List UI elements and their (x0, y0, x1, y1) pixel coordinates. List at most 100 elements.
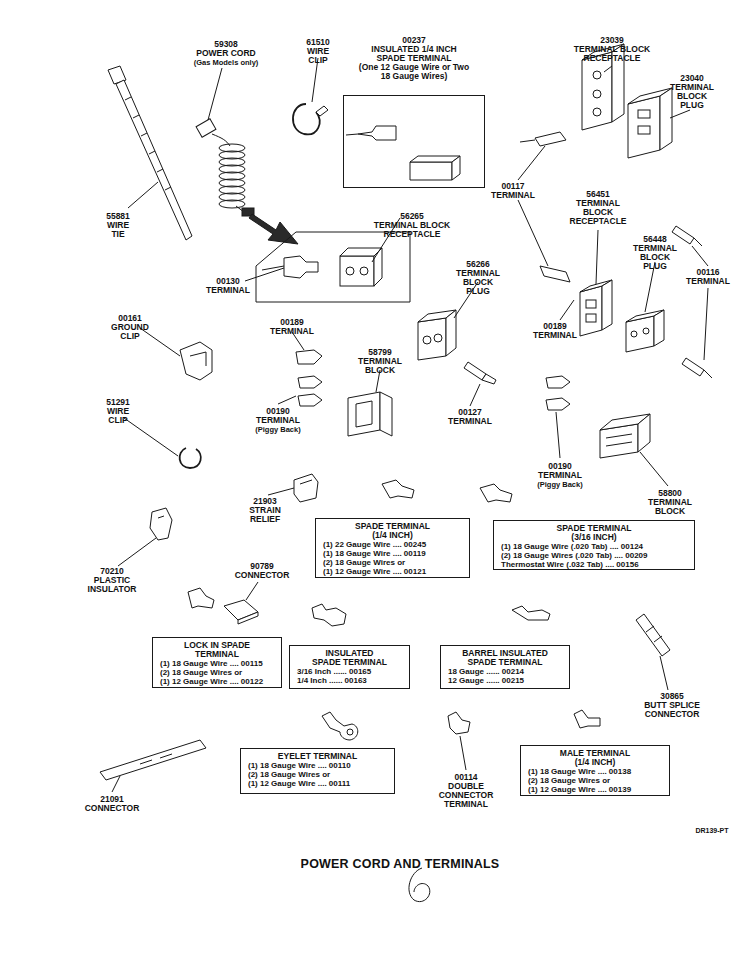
table-row: (1) 18 Gauge Wire (.020 Tab) .... 00124 (494, 542, 694, 551)
terminal-block (580, 286, 602, 336)
leader-line (118, 538, 156, 566)
pointer-arrow (249, 214, 298, 244)
callout-number: 00116 (696, 268, 719, 277)
leader-line (112, 776, 120, 792)
inset-frame (360, 267, 368, 275)
parts-table: SPADE TERMINAL (1/4 INCH)(1) 22 Gauge Wi… (315, 518, 470, 578)
callout-number: 21903 (253, 497, 277, 506)
clip-part (158, 516, 164, 518)
leader-line (246, 582, 258, 600)
leader-line (470, 384, 480, 406)
terminal-part (100, 480, 670, 780)
terminal-part (140, 754, 172, 764)
part-name: (Piggy Back) (255, 425, 300, 434)
part-name: TERMINAL (686, 277, 730, 286)
terminal-block (546, 376, 570, 388)
leader-line (460, 736, 466, 770)
leader-line (560, 300, 574, 320)
parts-table: LOCK IN SPADE TERMINAL(1) 18 Gauge Wire … (152, 637, 282, 688)
leader-line (124, 418, 178, 456)
part-name: WIRE CLIP (107, 407, 129, 425)
leader-line (670, 110, 690, 118)
table-heading: 00237 (358, 36, 470, 45)
part-name: TERMINAL BLOCK (648, 498, 692, 516)
callout-number: 00189 (543, 322, 567, 331)
leader-line (140, 328, 180, 356)
table-row: (2) 18 Gauge Wires or (316, 558, 469, 567)
inset-frame (343, 95, 485, 188)
power-cord (219, 200, 245, 208)
part-name: GROUND CLIP (111, 323, 149, 341)
inset-frame (256, 232, 410, 302)
part-name: TERMINAL BLOCK RECEPTACLE (365, 221, 460, 239)
leader-line (596, 230, 598, 284)
table-row: (1) 12 Gauge Wire .... 00111 (241, 779, 394, 788)
callout-number: 51291 (106, 398, 130, 407)
callout-number: 56265 (400, 212, 424, 221)
table-heading: SPADE TERMINAL (1/4 INCH) (348, 522, 438, 540)
leader-line (518, 146, 545, 180)
terminal-block (682, 358, 704, 376)
callout-number: 00127 (458, 408, 482, 417)
table-row: (2) 18 Gauge Wires or (241, 770, 394, 779)
terminal-part (238, 612, 258, 624)
part-name: DR139-PT (695, 826, 728, 835)
table-row: 12 Gauge ...... 00215 (441, 676, 569, 685)
inset-frame (346, 267, 354, 275)
callout-number: 23040 (680, 74, 704, 83)
leader-line (704, 288, 708, 360)
terminal-block (296, 350, 322, 364)
spade-terminal (346, 134, 358, 135)
wire-clip (293, 104, 328, 134)
table-heading: MALE TERMINAL (1/4 INCH) (553, 749, 638, 767)
terminal-block (694, 238, 702, 246)
callout-number: 00190 (548, 462, 572, 471)
wire-clip (293, 104, 320, 134)
table-row: (1) 18 Gauge Wire .... 00138 (521, 767, 669, 776)
terminal-part (448, 712, 470, 734)
clip-part (150, 342, 318, 540)
clip-part (294, 474, 318, 502)
table-row: (1) 12 Gauge Wire .... 00121 (316, 567, 469, 576)
callout-number: 00190 (266, 407, 290, 416)
terminal-block (593, 90, 601, 98)
terminal-block (586, 314, 596, 322)
table-heading: BARREL INSULATED SPADE TERMINAL (458, 649, 553, 667)
leader-line (640, 452, 668, 486)
leader-line (604, 66, 612, 72)
part-name: WIRE TIE (107, 221, 129, 239)
table-row: (2) 18 Gauge Wires (.020 Tab) .... 00209 (494, 551, 694, 560)
spade-terminal (410, 162, 452, 180)
leader-line (268, 488, 294, 495)
terminal-block (606, 434, 632, 446)
callout-number: 70210 (100, 567, 124, 576)
handwritten-mark (409, 868, 430, 902)
callout-number: 61510 (306, 38, 330, 47)
table-row: (1) 22 Gauge Wire .... 00245 (316, 540, 469, 549)
spade-terminal (346, 126, 460, 180)
part-name: PLASTIC INSULATOR (88, 576, 137, 594)
table-heading: SPADE TERMINAL (3/16 INCH) (549, 524, 639, 542)
terminal-part (636, 614, 670, 656)
terminal-block (423, 336, 431, 344)
leader-line (208, 68, 222, 120)
inset-frame (340, 256, 374, 286)
table-row: 3/16 Inch ...... 00165 (290, 667, 409, 676)
callout-number: 56451 (586, 190, 610, 199)
terminal-part (480, 484, 512, 502)
terminal-part (312, 604, 346, 626)
parts-table: EYELET TERMINAL(1) 18 Gauge Wire .... 00… (240, 748, 395, 794)
part-name: TERMINAL (448, 417, 492, 426)
table-row: (1) 12 Gauge Wire .... 00122 (153, 677, 281, 686)
terminal-block (672, 226, 694, 244)
terminal-block (535, 132, 566, 146)
table-row: (1) 18 Gauge Wire .... 00115 (153, 659, 281, 668)
terminal-block (586, 300, 596, 308)
part-name: TERMINAL BLOCK PLUG (456, 269, 500, 296)
part-name: TERMINAL BLOCK PLUG (633, 244, 677, 271)
callout-number: 56448 (643, 235, 667, 244)
clip-part (150, 508, 172, 540)
terminal-part (100, 740, 206, 780)
table-row: (1) 18 Gauge Wire .... 00110 (241, 761, 394, 770)
